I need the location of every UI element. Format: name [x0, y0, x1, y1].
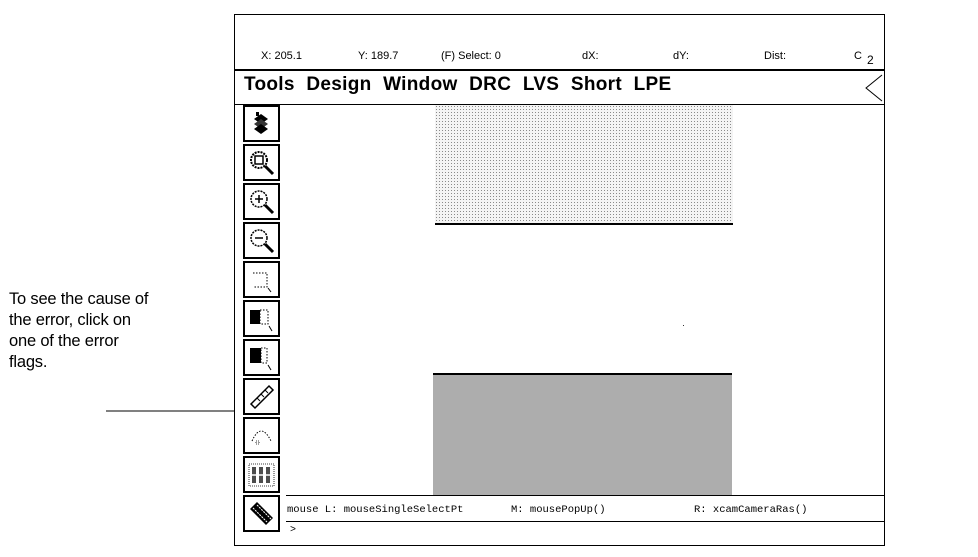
- annotation-line-3: one of the error: [9, 332, 119, 350]
- y-coordinate: Y: 189.7: [358, 50, 399, 62]
- instance-icon: [250, 502, 273, 525]
- ruler-icon: [249, 384, 275, 410]
- instruction-annotation: To see the cause of the error, click on …: [9, 289, 214, 373]
- create-arc-button[interactable]: [243, 417, 280, 454]
- layout-canvas[interactable]: [286, 105, 884, 498]
- arc-icon: [251, 430, 272, 445]
- dist-readout: Dist:: [764, 50, 786, 62]
- window-number: 2: [867, 53, 874, 67]
- dy-readout: dY:: [673, 50, 689, 62]
- create-instance-button[interactable]: [243, 495, 280, 532]
- status-bar: X: 205.1 Y: 189.7 (F) Select: 0 dX: dY: …: [235, 50, 884, 67]
- mouse-middle-binding: M: mousePopUp(): [511, 504, 606, 516]
- cursor-point: [683, 325, 684, 326]
- menu-design[interactable]: Design: [306, 74, 372, 95]
- zoom-in-button[interactable]: [243, 183, 280, 220]
- command-partial: C: [854, 50, 862, 62]
- annotation-line-1: To see the cause of: [9, 290, 149, 308]
- layer-palette-icon: [254, 112, 268, 134]
- create-path-button[interactable]: [243, 261, 280, 298]
- zoom-in-icon: [250, 190, 275, 215]
- dotted-layer-shape[interactable]: [435, 105, 733, 225]
- create-polygon-button[interactable]: [243, 339, 280, 376]
- collapse-arrow-icon[interactable]: [862, 73, 884, 103]
- zoom-out-icon: [250, 229, 275, 254]
- menu-lvs[interactable]: LVS: [522, 74, 560, 95]
- annotation-line-4: flags.: [9, 353, 48, 371]
- create-polygon-icon: [250, 347, 272, 371]
- drc-error-flag[interactable]: [433, 373, 732, 498]
- mouse-right-binding: R: xcamCameraRas(): [694, 504, 808, 516]
- create-rect-icon: [250, 309, 273, 332]
- array-icon: [248, 463, 275, 487]
- zoom-fit-button[interactable]: [243, 144, 280, 181]
- command-prompt[interactable]: >: [290, 525, 297, 536]
- create-rect-button[interactable]: [243, 300, 280, 337]
- menu-drc[interactable]: DRC: [469, 74, 512, 95]
- dx-readout: dX:: [582, 50, 599, 62]
- annotation-line-2: the error, click on: [9, 311, 131, 329]
- menu-lpe[interactable]: LPE: [633, 74, 672, 95]
- layer-palette-button[interactable]: [243, 105, 280, 142]
- ruler-button[interactable]: [243, 378, 280, 415]
- select-count: (F) Select: 0: [441, 50, 501, 62]
- menu-bar: Tools Design Window DRC LVS Short LPE: [235, 69, 884, 105]
- x-coordinate: X: 205.1: [261, 50, 302, 62]
- zoom-fit-icon: [250, 151, 275, 176]
- mouse-left-binding: mouse L: mouseSingleSelectPt: [287, 504, 464, 516]
- menu-short[interactable]: Short: [570, 74, 622, 95]
- create-array-button[interactable]: [243, 456, 280, 493]
- create-path-icon: [253, 272, 272, 293]
- zoom-out-button[interactable]: [243, 222, 280, 259]
- mouse-bindings-bar: mouse L: mouseSingleSelectPt M: mousePop…: [286, 495, 884, 522]
- menu-tools[interactable]: Tools: [244, 74, 295, 95]
- menu-window[interactable]: Window: [383, 74, 458, 95]
- tool-palette: [243, 105, 284, 534]
- layout-editor-window: X: 205.1 Y: 189.7 (F) Select: 0 dX: dY: …: [234, 14, 885, 546]
